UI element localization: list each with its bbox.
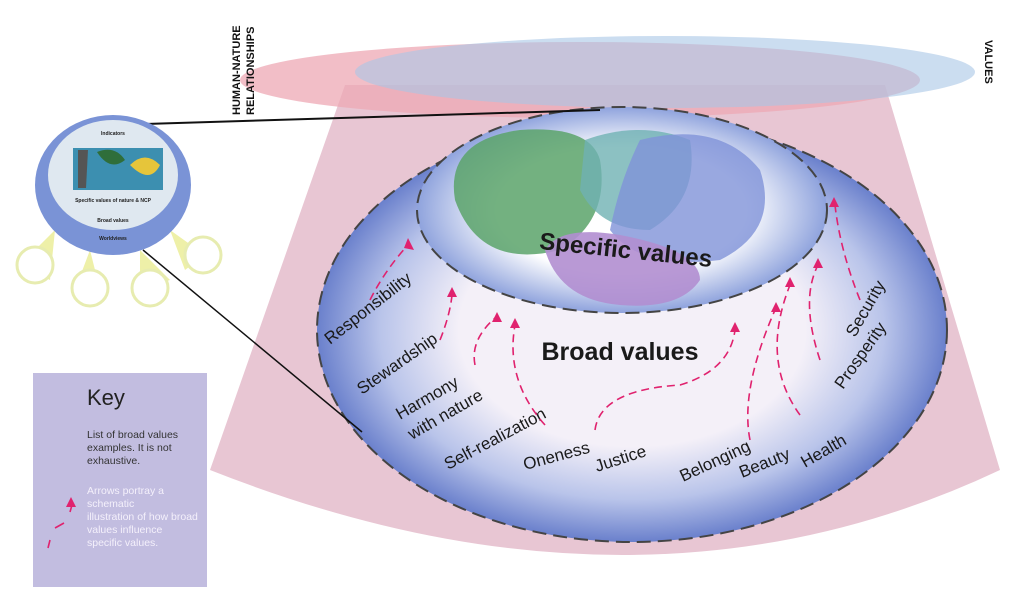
values-side-label: VALUES bbox=[982, 40, 994, 84]
zoom-line-bottom bbox=[142, 249, 363, 433]
blob-purple bbox=[545, 232, 700, 306]
inset-indicators: Indicators bbox=[101, 131, 125, 137]
influence-arrows bbox=[369, 204, 861, 441]
key-arrow-text: illustration of how broad bbox=[87, 511, 198, 523]
values-ellipse bbox=[355, 36, 975, 108]
inset-specific: Specific values of nature & NCP bbox=[75, 198, 152, 204]
blob-green bbox=[453, 129, 602, 255]
key-arrow-text: schematic bbox=[87, 498, 134, 510]
arrowheads bbox=[404, 197, 839, 332]
relationships-label: RELATIONSHIPS bbox=[245, 27, 257, 115]
key-arrow-text: values influence bbox=[87, 524, 162, 536]
key-arrow-text: Arrows portray a bbox=[87, 485, 164, 497]
key-title: Key bbox=[87, 385, 125, 410]
inset-worldviews: Worldviews bbox=[99, 236, 127, 242]
inset-broad: Broad values bbox=[97, 218, 129, 224]
key-panel: Key List of broad values examples. It is… bbox=[33, 373, 207, 587]
broad-values-label: Broad values bbox=[541, 338, 698, 366]
key-text: exhaustive. bbox=[87, 455, 140, 467]
zoom-line-top bbox=[144, 109, 601, 125]
key-text: List of broad values bbox=[87, 429, 178, 441]
key-arrow-text: specific values. bbox=[87, 537, 158, 549]
human-nature-label: HUMAN-NATURE bbox=[231, 25, 243, 115]
blob-blue bbox=[610, 134, 765, 262]
key-arrowhead-icon bbox=[66, 497, 76, 507]
inset-framework: Indicators Specific values of nature & N… bbox=[15, 115, 223, 308]
key-text: examples. It is not bbox=[87, 442, 172, 454]
